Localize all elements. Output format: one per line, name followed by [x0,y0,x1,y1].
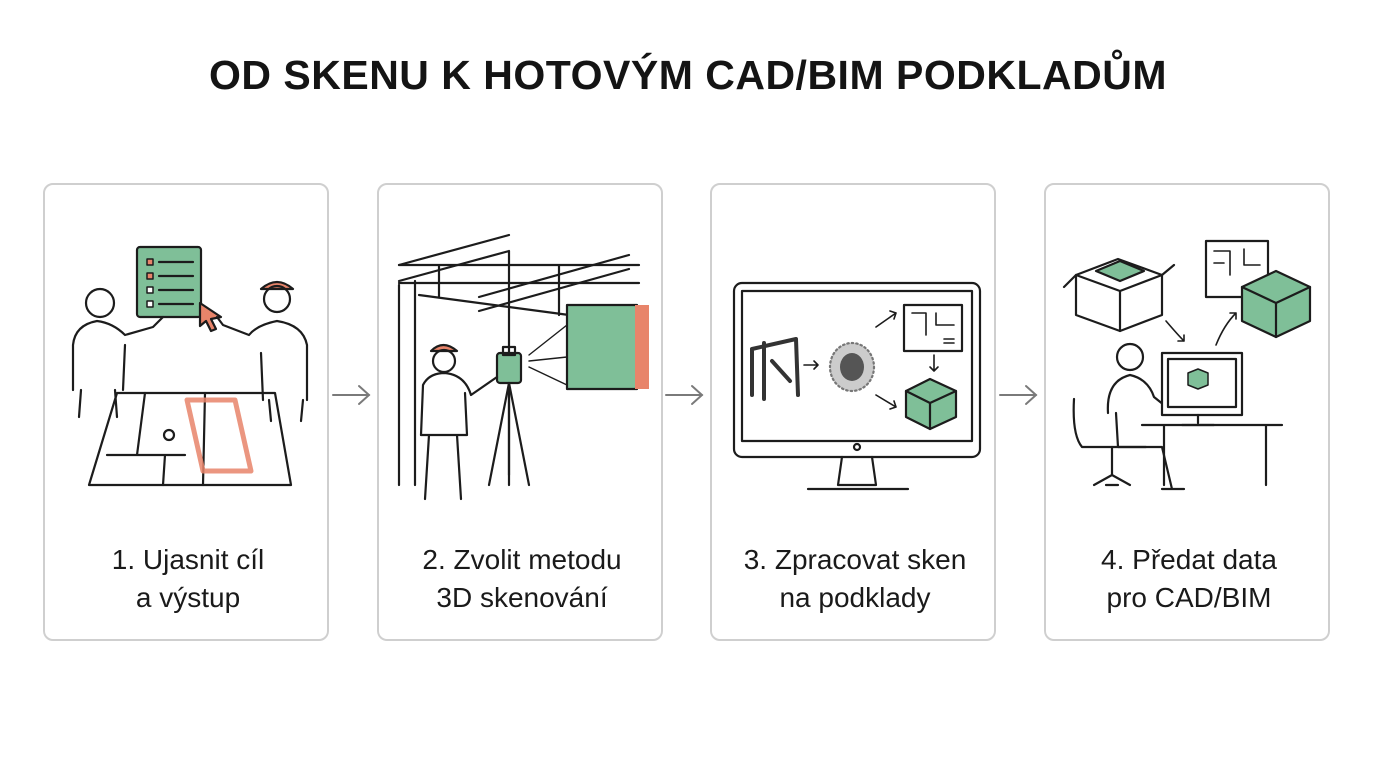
step-1-label: 1. Ujasnit cíl a výstup [45,541,331,617]
step-1-illustration [71,245,309,487]
monitor-icon [732,281,982,491]
arrow-right-icon [999,385,1038,405]
step-1-line-2: a výstup [135,582,241,613]
step-2-illustration [397,233,649,501]
designer-icon [1072,342,1284,491]
point-cloud-icon [750,337,876,401]
step-4-line-2: pro CAD/BIM [1106,582,1272,613]
page-title: OD SKENU K HOTOVÝM CAD/BIM PODKLADŮM [209,52,1167,98]
arrow-right-icon [665,385,704,405]
worker-icon [419,343,499,501]
arrow-right-icon [332,385,371,405]
step-card-4: 4. Předat data pro CAD/BIM [1044,183,1330,641]
step-1-line-1: 1. Ujasnit cíl [111,544,265,575]
step-3-line-2: na podklady [779,582,931,613]
step-3-illustration [732,281,982,491]
step-4-line-1: 4. Předat data [1101,544,1277,575]
box-icon [1062,257,1176,333]
step-2-line-2: 3D skenování [436,582,608,613]
step-2-label: 2. Zvolit metodu 3D skenování [379,541,665,617]
step-card-1: 1. Ujasnit cíl a výstup [43,183,329,641]
step-3-label: 3. Zpracovat sken na podklady [712,541,998,617]
people-icon [71,280,309,423]
cursor-icon [198,301,223,333]
building-icon [397,233,649,487]
cube-icon [1240,269,1312,339]
step-2-line-1: 2. Zvolit metodu [422,544,622,575]
cube-icon [904,377,958,431]
step-4-illustration [1062,239,1312,491]
step-4-label: 4. Předat data pro CAD/BIM [1046,541,1332,617]
step-card-2: 2. Zvolit metodu 3D skenování [377,183,663,641]
step-3-line-1: 3. Zpracovat sken [743,544,967,575]
floorplan-icon [87,391,293,487]
scanner-icon [487,345,531,487]
checklist-icon [135,245,203,319]
step-card-3: 3. Zpracovat sken na podklady [710,183,996,641]
